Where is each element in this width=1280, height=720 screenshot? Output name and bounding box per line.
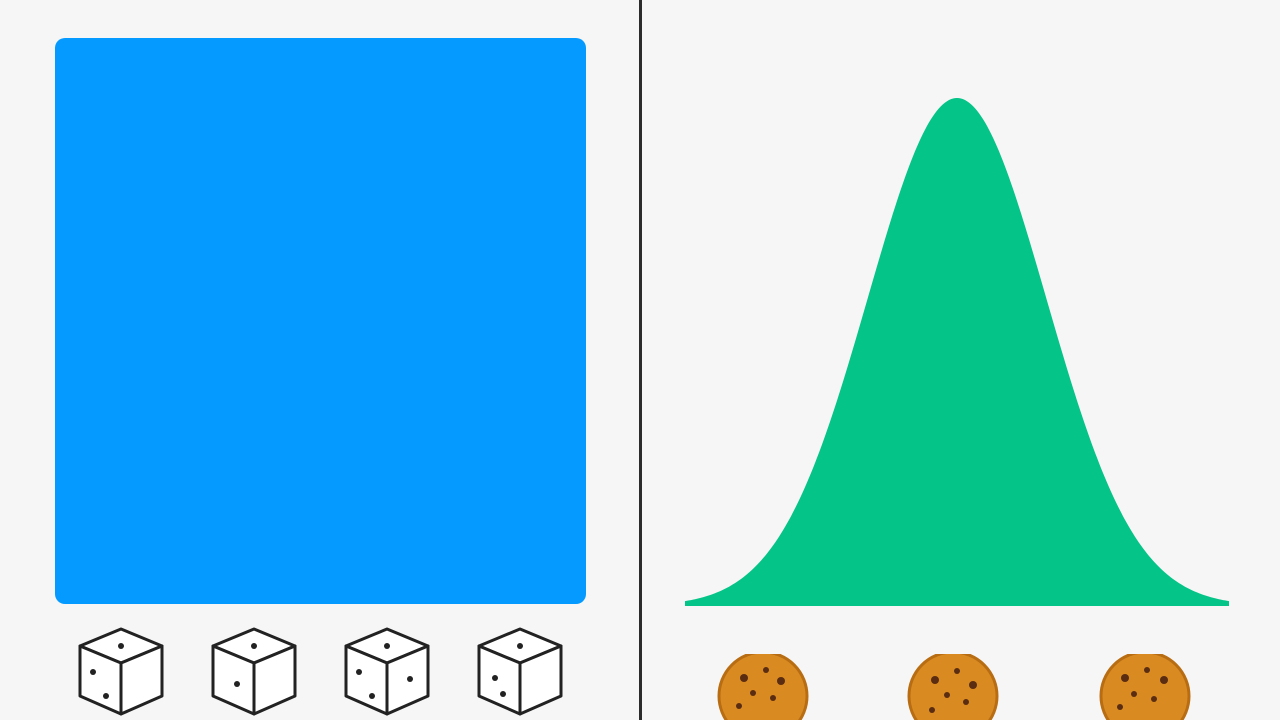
- die-icon: [344, 627, 430, 716]
- bell-curve-shape: [685, 98, 1229, 606]
- cookie-icon: [1099, 654, 1191, 720]
- die-icon: [477, 627, 563, 716]
- die-icon: [211, 627, 297, 716]
- uniform-distribution-block: [55, 38, 586, 604]
- panel-divider: [639, 0, 642, 720]
- cookie-icon: [717, 654, 809, 720]
- cookie-icon: [907, 654, 999, 720]
- die-icon: [78, 627, 164, 716]
